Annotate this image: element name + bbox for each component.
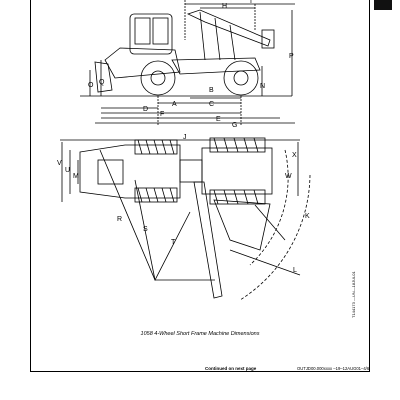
arc-L — [239, 174, 311, 301]
articulation-joint — [179, 159, 203, 183]
rear-tire-right — [209, 189, 266, 205]
label-C: C — [209, 101, 214, 108]
side-view-labels: H I P N O Q B A C D F E G — [88, 0, 294, 129]
label-E: E — [216, 116, 221, 123]
label-Q: Q — [99, 79, 105, 86]
label-T: T — [171, 239, 176, 246]
engine-hood — [104, 47, 181, 79]
cab-window — [134, 17, 151, 45]
front-frame — [79, 144, 181, 199]
document-reference: OUTJD00.000xxxx –19–12AUG01–4/6 — [297, 366, 370, 371]
rear-wheel — [223, 60, 259, 96]
figure-caption: 1058 4-Wheel Short Frame Machine Dimensi… — [140, 331, 260, 337]
label-R: R — [117, 216, 122, 223]
crane-arm-top — [193, 181, 223, 299]
cab — [129, 13, 173, 55]
page-frame — [30, 0, 370, 372]
rear-tire-left — [209, 137, 266, 153]
label-H: H — [222, 3, 227, 10]
grapple — [261, 29, 275, 49]
grapple-swing — [213, 199, 271, 251]
label-W: W — [285, 173, 292, 180]
label-B: B — [209, 87, 214, 94]
label-U: U — [65, 167, 70, 174]
front-wheel — [140, 60, 176, 96]
label-G: G — [232, 122, 237, 129]
rear-frame — [201, 147, 273, 195]
label-X: X — [292, 152, 297, 159]
label-N: N — [260, 83, 265, 90]
label-A: A — [172, 101, 177, 108]
continued-note: Continued on next page — [205, 366, 257, 371]
arc-K — [249, 149, 289, 266]
frame — [171, 57, 261, 75]
front-tire-right — [134, 187, 178, 203]
turn-radius-lines — [99, 149, 191, 281]
side-view — [80, 0, 295, 125]
label-O: O — [88, 82, 94, 89]
label-M: M — [73, 173, 79, 180]
page-tab-marker — [374, 0, 392, 10]
label-D: D — [143, 106, 148, 113]
label-K: K — [305, 213, 310, 220]
cab-roof — [97, 159, 124, 185]
top-view — [60, 137, 311, 301]
label-P: P — [289, 53, 294, 60]
label-I: I — [250, 0, 252, 5]
figure-code: T144173 —UN—18JUL01 — [351, 271, 356, 318]
label-J: J — [183, 134, 187, 141]
label-V: V — [57, 160, 62, 167]
label-S: S — [143, 226, 148, 233]
label-L: L — [293, 267, 297, 274]
front-blade — [94, 61, 113, 93]
crane-boom — [186, 9, 271, 47]
top-view-labels: V U M J X W K L R S T — [57, 134, 310, 274]
label-F: F — [160, 111, 164, 118]
